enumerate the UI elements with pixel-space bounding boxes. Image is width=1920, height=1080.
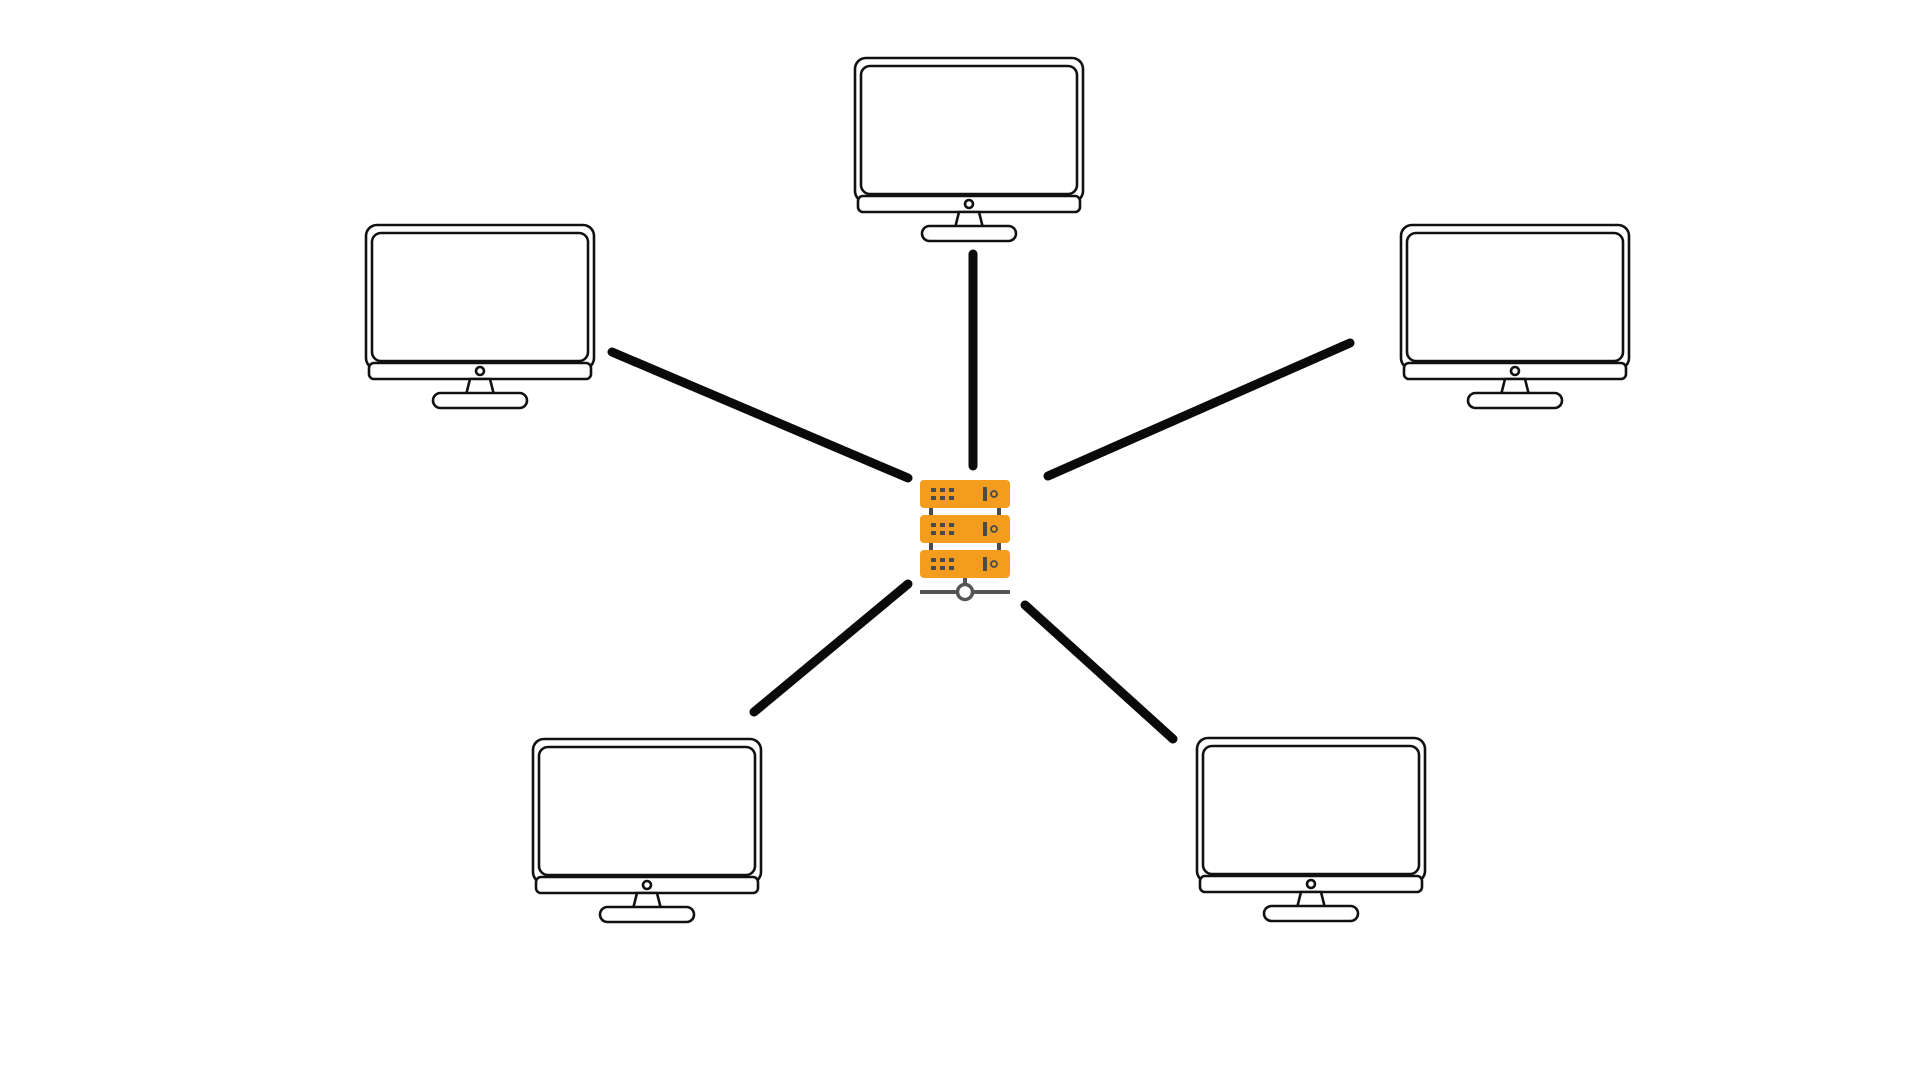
desktop-monitor-icon-bottom-left <box>531 737 763 924</box>
desktop-monitor-icon-bottom-right <box>1195 736 1427 923</box>
link-hub-to-bottom-right <box>1020 600 1178 744</box>
clients-layer <box>364 56 1631 924</box>
desktop-monitor-icon-top-left <box>364 223 596 410</box>
link-hub-to-top-left <box>607 347 913 483</box>
links-layer <box>607 249 1355 744</box>
hub-layer <box>920 480 1010 602</box>
link-hub-to-bottom-left <box>749 579 913 717</box>
desktop-monitor-icon-top-right <box>1399 223 1631 410</box>
network-node-icon <box>955 582 975 602</box>
server-rack-icon <box>920 480 1010 602</box>
server-unit-3 <box>920 550 1010 578</box>
link-hub-to-top-right <box>1043 338 1355 481</box>
server-unit-1 <box>920 480 1010 508</box>
desktop-monitor-icon-top <box>853 56 1085 243</box>
server-unit-2 <box>920 515 1010 543</box>
